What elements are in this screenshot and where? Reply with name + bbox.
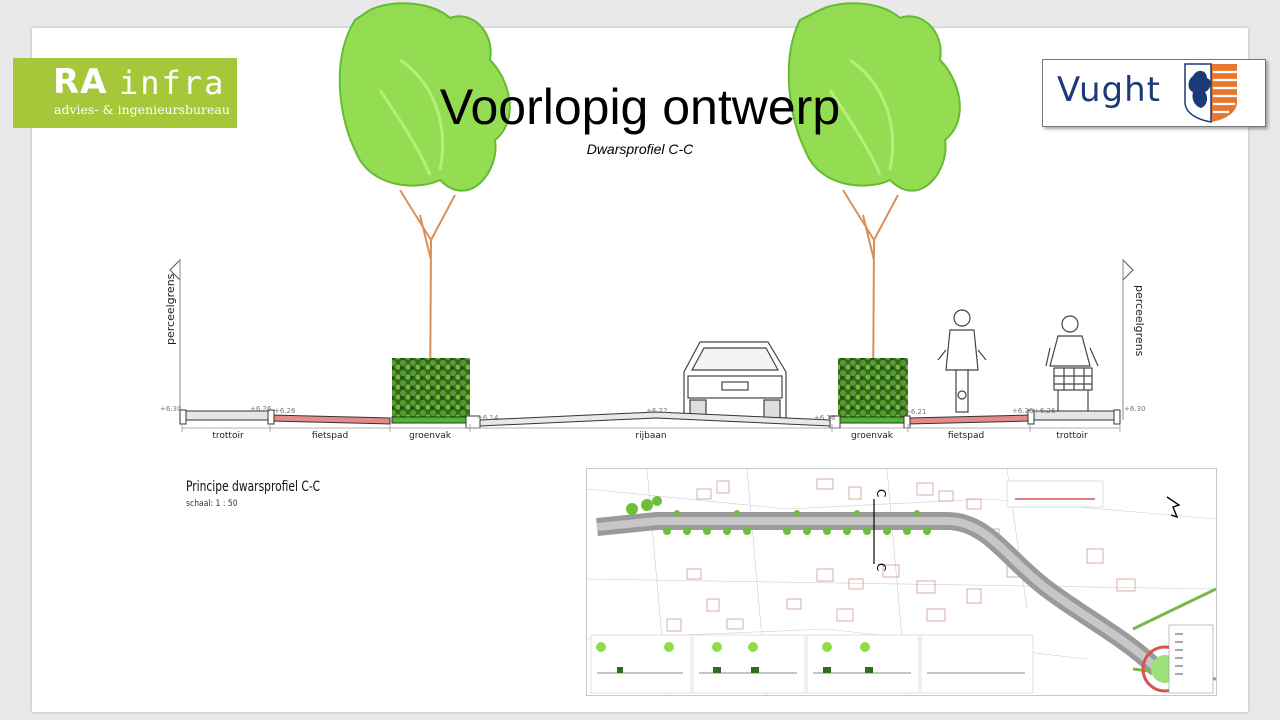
cyclist-icon bbox=[937, 309, 987, 413]
segment-label: rijbaan bbox=[635, 431, 666, 441]
level-label: +6.26 bbox=[274, 407, 296, 415]
level-label: +6.30 bbox=[160, 405, 181, 413]
level-label: +6.21 bbox=[905, 408, 926, 416]
segment-label: trottoir bbox=[212, 431, 244, 441]
tree-icon-right bbox=[787, 2, 961, 411]
level-labels: +6.30 +6.26 +6.26 +6.14 +6.22 +6.16 +6.2… bbox=[160, 405, 1145, 422]
page-title: Voorlopig ontwerp bbox=[439, 79, 841, 135]
hedge-icon-right bbox=[838, 358, 908, 418]
level-label: +6.26 bbox=[1012, 407, 1034, 415]
ra-logo-bold: RA bbox=[53, 62, 108, 102]
segment-label: trottoir bbox=[1056, 431, 1088, 441]
segment-label: groenvak bbox=[851, 431, 894, 441]
hedge-icon-left bbox=[392, 358, 470, 418]
boundary-label-right: perceelgrens bbox=[1133, 285, 1146, 357]
boundary-marker-left bbox=[169, 258, 181, 420]
car-rear-icon bbox=[683, 341, 787, 419]
level-label: +6.26 bbox=[1034, 407, 1056, 415]
ra-logo-subtitle: advies- & ingenieursbureau bbox=[54, 102, 230, 117]
vught-logo: Vught bbox=[1042, 59, 1266, 127]
boundary-marker-right bbox=[1122, 258, 1134, 420]
lion-crest-icon bbox=[1184, 63, 1237, 123]
segment-label: groenvak bbox=[409, 431, 452, 441]
boundary-label-left: perceelgrens bbox=[164, 273, 177, 345]
segment-label: fietspad bbox=[312, 431, 348, 441]
site-plan-map: C C bbox=[586, 468, 1217, 696]
ra-logo-light: infra bbox=[119, 64, 226, 102]
level-label: +6.26 bbox=[250, 405, 272, 413]
vught-logo-wordmark: Vught bbox=[1057, 70, 1161, 110]
segment-labels: trottoir fietspad groenvak rijbaan groen… bbox=[181, 424, 1121, 441]
segment-label: fietspad bbox=[948, 431, 984, 441]
level-label: +6.16 bbox=[814, 414, 836, 422]
profile-caption-title: Principe dwarsprofiel C-C bbox=[186, 479, 321, 495]
section-label-top: C bbox=[874, 489, 888, 497]
cross-section-profile bbox=[179, 409, 1121, 429]
level-label: +6.22 bbox=[646, 407, 667, 415]
north-arrow-icon bbox=[1166, 496, 1181, 519]
tree-icon-left bbox=[338, 2, 511, 411]
section-label-bottom: C bbox=[874, 563, 888, 571]
profile-caption-scale: schaal: 1 : 50 bbox=[186, 499, 238, 509]
level-label: +6.14 bbox=[477, 414, 499, 422]
page-subtitle: Dwarsprofiel C-C bbox=[586, 141, 694, 157]
site-plan-drawing: C C bbox=[587, 469, 1216, 695]
level-label: +6.30 bbox=[1124, 405, 1145, 413]
pedestrian-with-cart-icon bbox=[1045, 315, 1099, 412]
ra-infra-logo: RA infra advies- & ingenieursbureau bbox=[13, 58, 237, 128]
